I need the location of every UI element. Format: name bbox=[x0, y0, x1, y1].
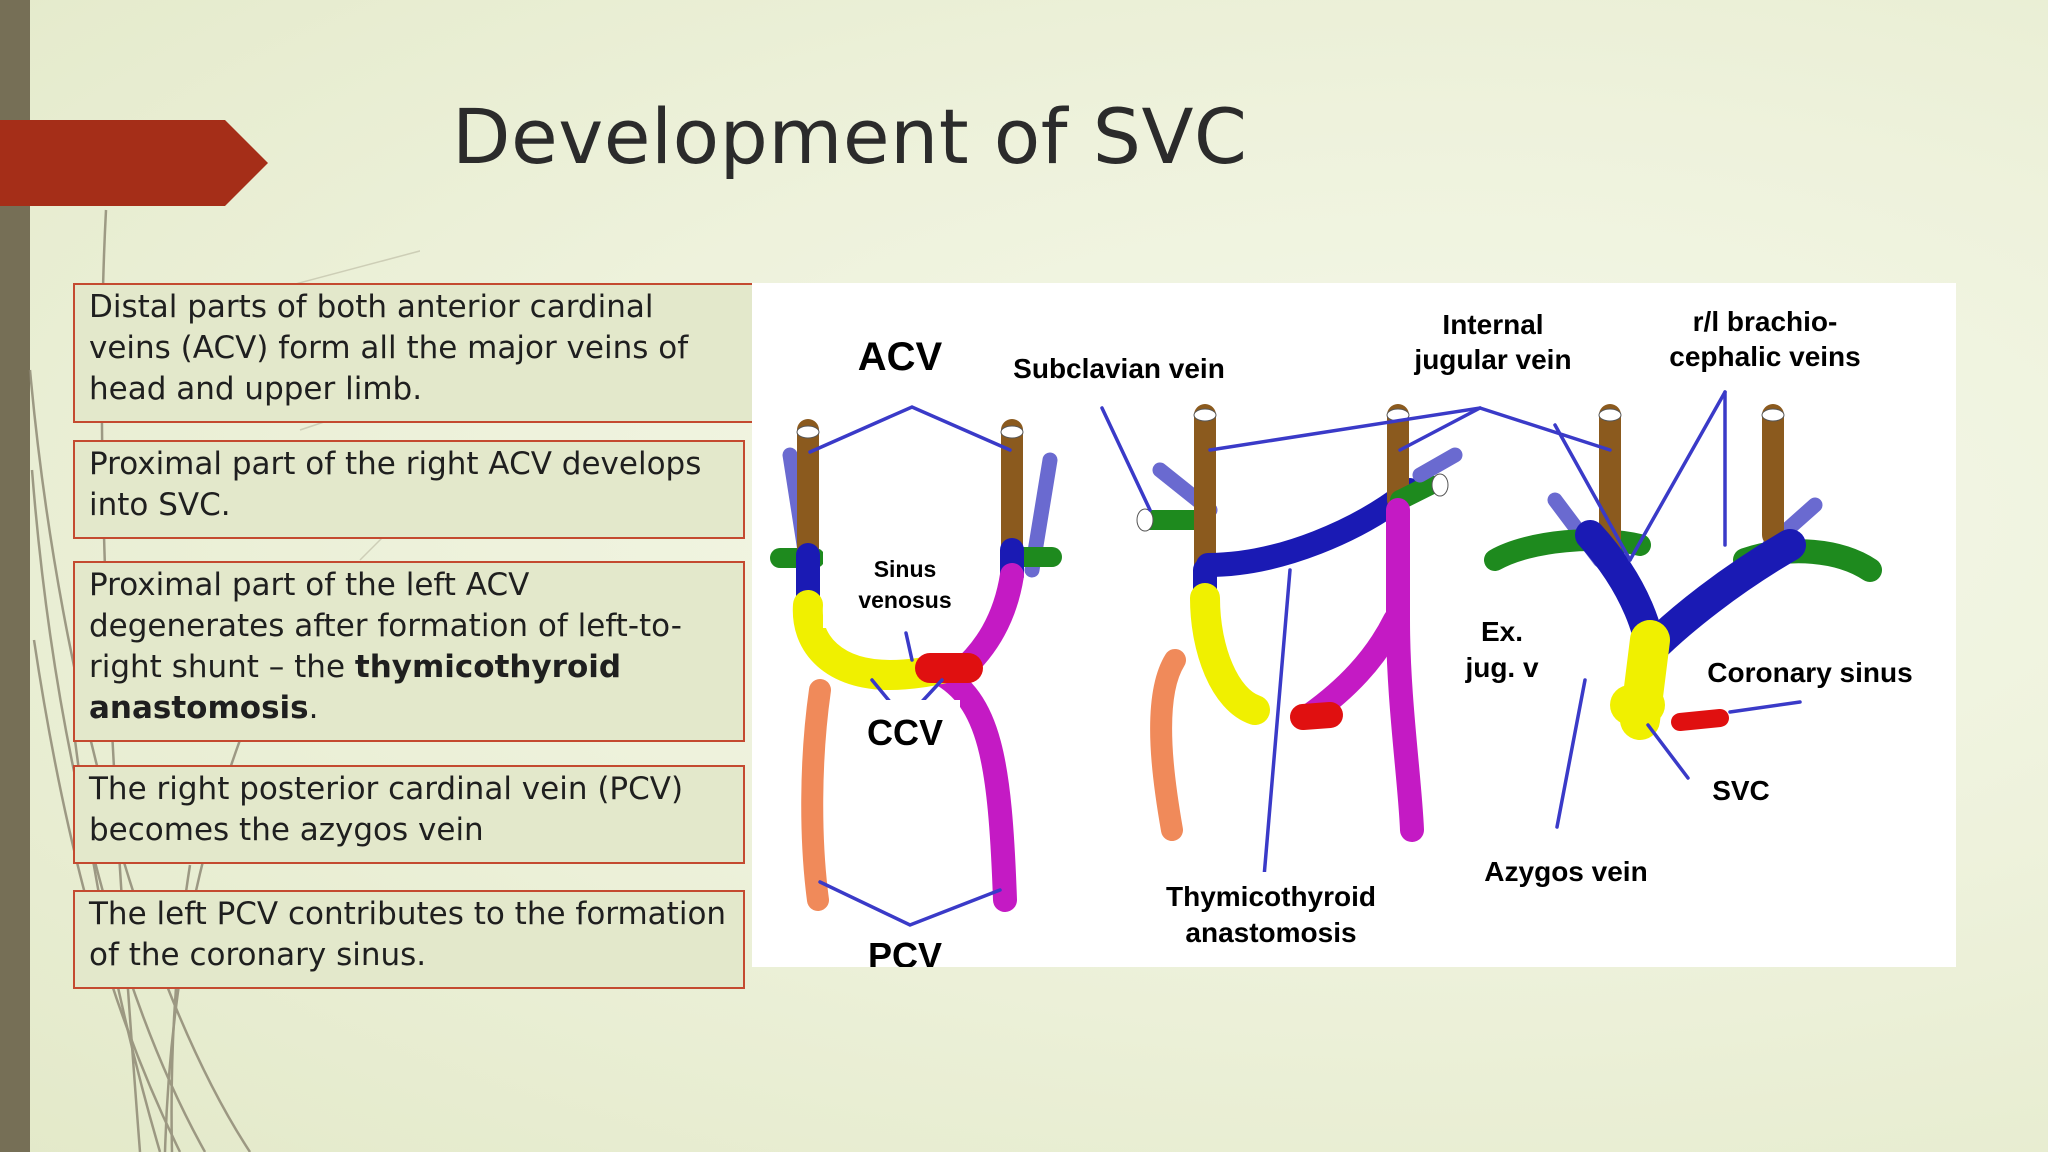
title-accent-arrow bbox=[0, 120, 268, 206]
text-box-left-acv: Proximal part of the left ACV degenerate… bbox=[73, 561, 745, 742]
text-box-right-pcv: The right posterior cardinal vein (PCV) … bbox=[73, 765, 745, 864]
label-thymicothyroid-2: anastomosis bbox=[1185, 917, 1356, 948]
label-ex-jug-2: jug. v bbox=[1464, 652, 1539, 683]
slide-title: Development of SVC bbox=[452, 92, 1248, 181]
label-internal-jugular-1: Internal bbox=[1442, 309, 1543, 340]
label-pcv: PCV bbox=[868, 935, 942, 967]
label-subclavian-vein: Subclavian vein bbox=[1013, 353, 1225, 384]
label-acv: ACV bbox=[858, 335, 943, 379]
label-brachiocephalic-2: cephalic veins bbox=[1669, 341, 1860, 372]
label-azygos-vein: Azygos vein bbox=[1484, 856, 1647, 887]
stage-3-vessels bbox=[1484, 404, 1882, 740]
text-box-distal-acv: Distal parts of both anterior cardinal v… bbox=[73, 283, 755, 423]
svc-development-diagram: ACV Sinus venosus CCV PCV Subclavian vei… bbox=[752, 283, 1956, 967]
label-brachiocephalic-1: r/l brachio- bbox=[1693, 306, 1838, 337]
stage-2-vessels bbox=[1136, 404, 1463, 842]
label-coronary-sinus: Coronary sinus bbox=[1707, 657, 1912, 688]
stage-1-vessels bbox=[770, 419, 1062, 912]
label-backgrounds bbox=[852, 292, 1926, 964]
text-box-right-acv-text: Proximal part of the right ACV develops … bbox=[89, 446, 702, 523]
label-thymicothyroid-1: Thymicothyroid bbox=[1166, 881, 1376, 912]
text-box-left-acv-text-a: Proximal part of the left ACV degenerate… bbox=[89, 567, 682, 685]
text-box-left-acv-bold: thymicothyroid anastomosis bbox=[89, 649, 622, 726]
text-box-distal-acv-text: Distal parts of both anterior cardinal v… bbox=[89, 289, 689, 407]
label-sinus-venosus-1: Sinus bbox=[874, 556, 937, 582]
sinus-venosus-label-bg bbox=[823, 538, 973, 628]
label-sinus-venosus-2: venosus bbox=[858, 587, 951, 613]
text-box-left-pcv: The left PCV contributes to the formatio… bbox=[73, 890, 745, 989]
text-box-left-acv-text-b: . bbox=[308, 690, 319, 726]
label-svc: SVC bbox=[1712, 775, 1770, 806]
text-box-left-pcv-text: The left PCV contributes to the formatio… bbox=[89, 896, 727, 973]
text-box-right-pcv-text: The right posterior cardinal vein (PCV) … bbox=[89, 771, 684, 848]
label-ex-jug-1: Ex. bbox=[1481, 616, 1523, 647]
text-box-right-acv: Proximal part of the right ACV develops … bbox=[73, 440, 745, 539]
label-ccv: CCV bbox=[867, 712, 943, 753]
label-internal-jugular-2: jugular vein bbox=[1413, 344, 1571, 375]
